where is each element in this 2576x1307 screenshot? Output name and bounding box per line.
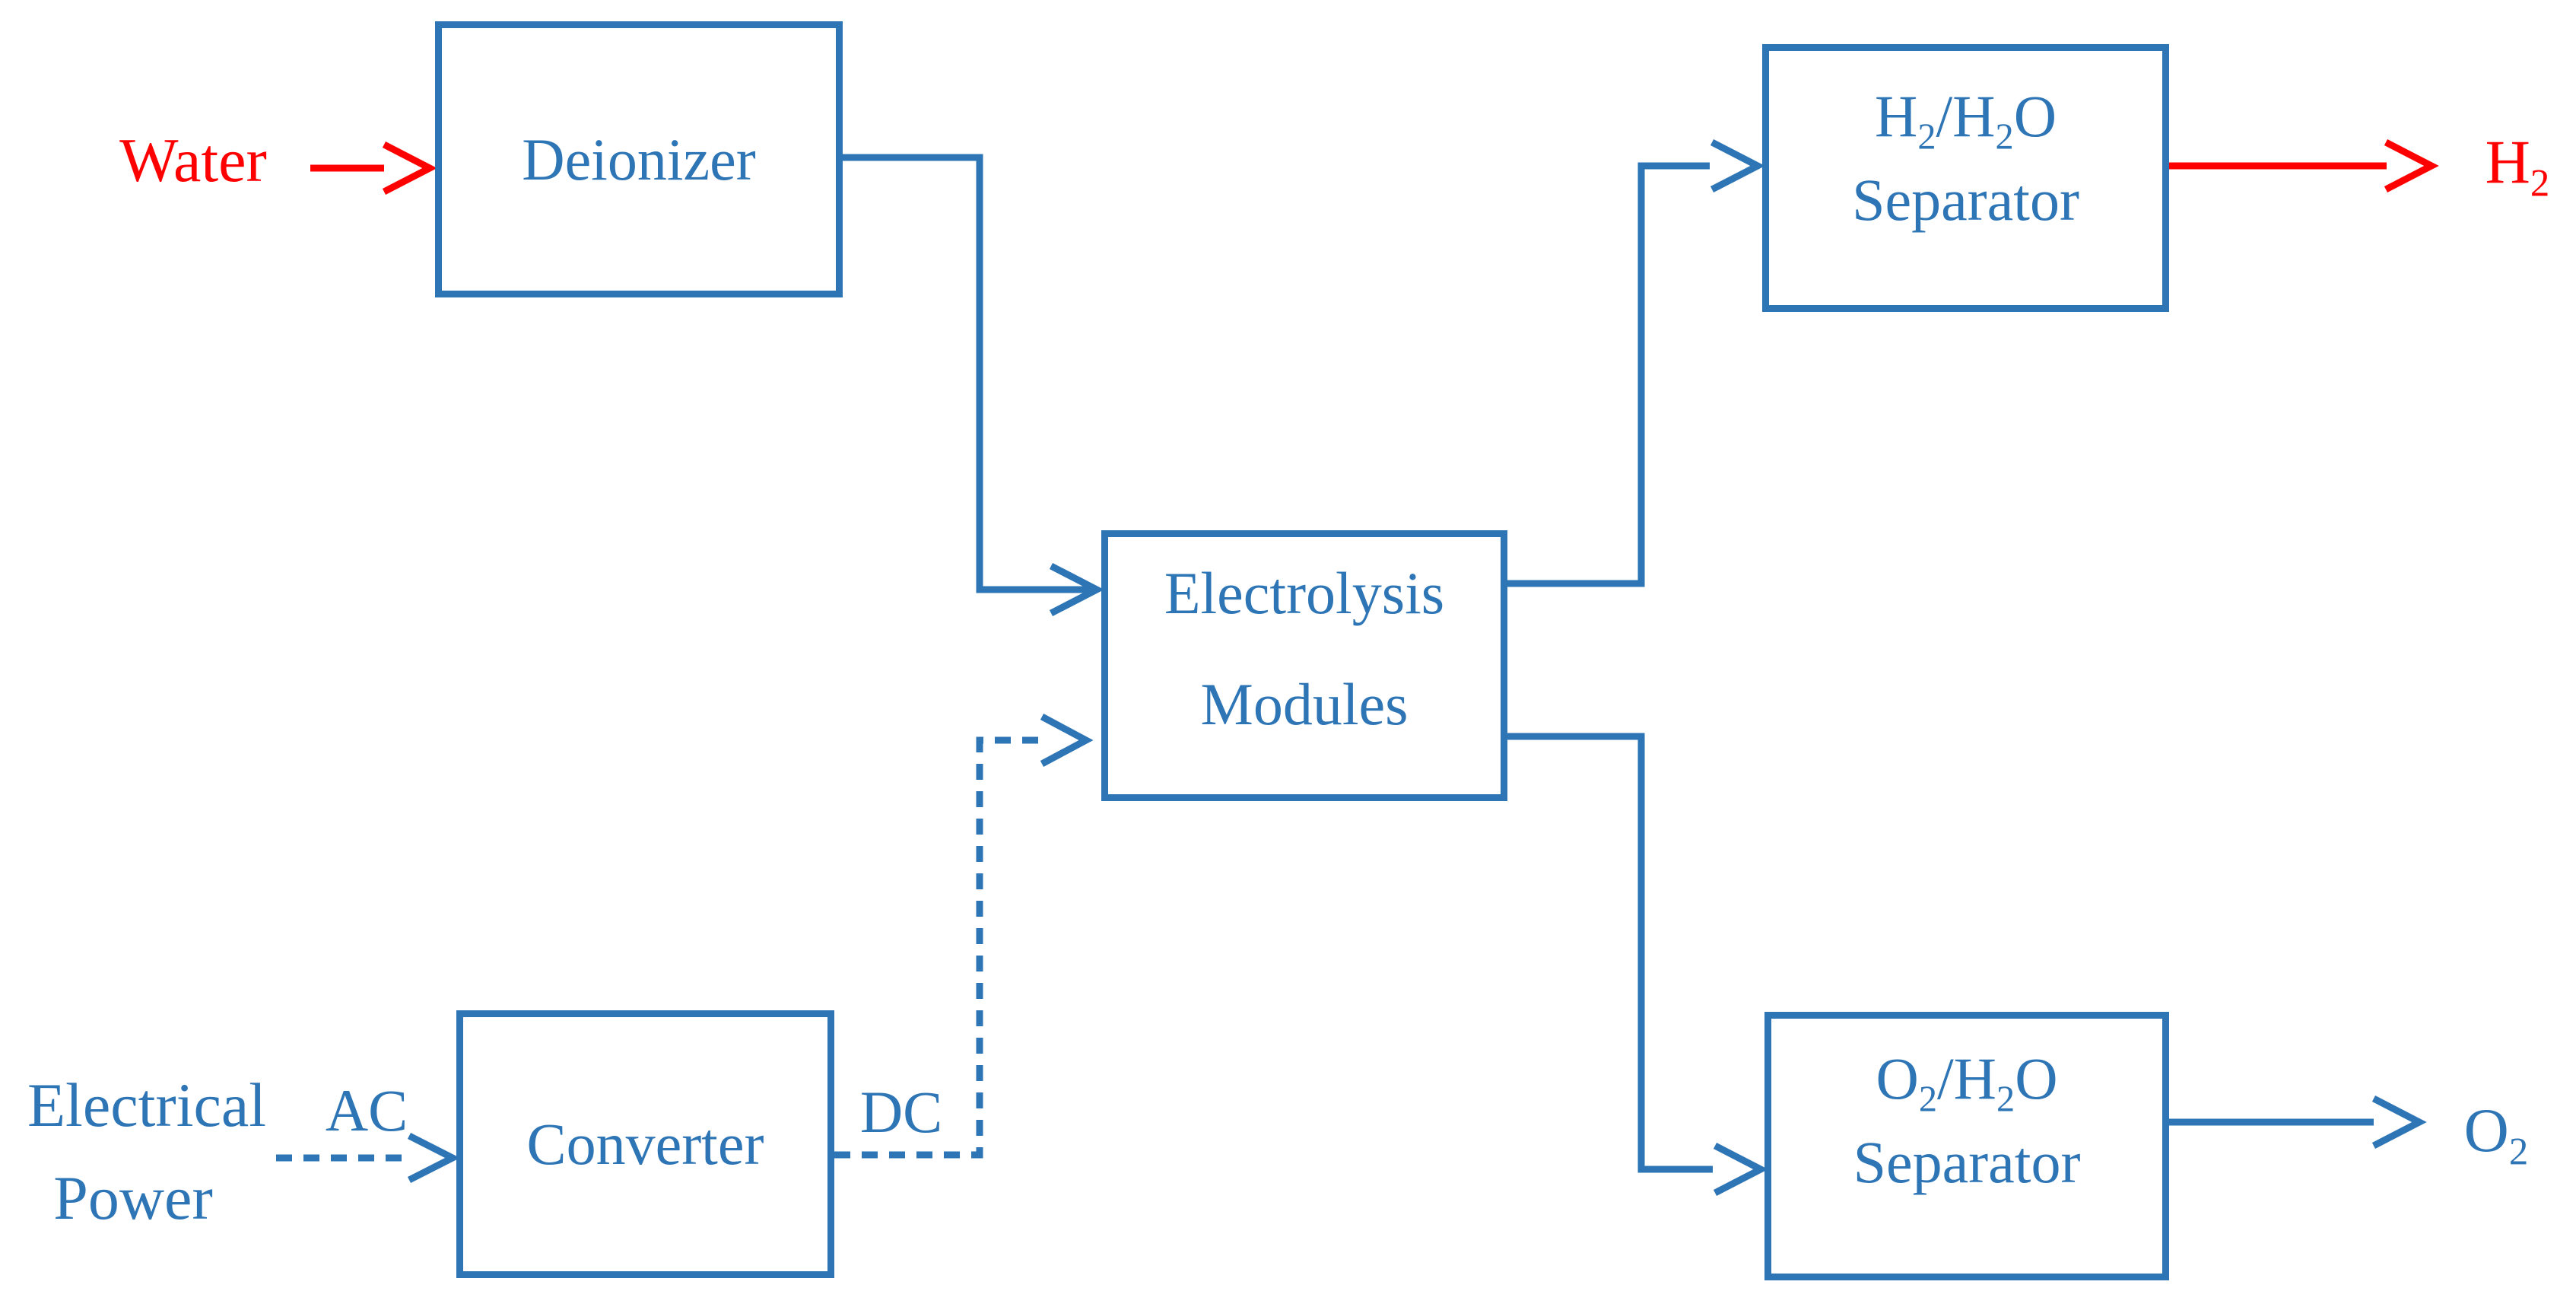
electrolysis-label-line2: Modules [1200, 671, 1409, 737]
dc-current-label: DC [859, 1079, 943, 1145]
o2-h2o-separator-box: O2/H2O Separator [1764, 1012, 2169, 1280]
electrical-power-label-line2: Power [53, 1163, 213, 1232]
deionizer-label: Deionizer [522, 126, 756, 192]
o2-h2o-separator-label-line1: O2/H2O [1876, 1045, 2058, 1120]
h2-h2o-separator-box: H2/H2O Separator [1762, 44, 2169, 312]
ac-current-label: AC [325, 1077, 408, 1143]
water-input-label: Water [119, 126, 267, 195]
h2-h2o-separator-label-line2: Separator [1852, 167, 2079, 233]
converter-box: Converter [456, 1010, 834, 1278]
ac-power-arrow [276, 1132, 460, 1184]
o2-outlet-arrow [2169, 1096, 2427, 1149]
electrolysis-label-line1: Electrolysis [1164, 560, 1445, 627]
h2-output-label: H2 [2485, 127, 2550, 205]
water-inlet-arrow [310, 142, 437, 195]
electrolysis-to-h2-separator-arrow [1507, 139, 1765, 587]
electrolysis-modules-box: Electrolysis Modules [1101, 530, 1507, 801]
h2-outlet-arrow [2169, 139, 2439, 192]
h2-h2o-separator-label-line1: H2/H2O [1874, 83, 2057, 157]
deionizer-box: Deionizer [435, 21, 843, 297]
electrolysis-to-o2-separator-arrow [1507, 733, 1768, 1196]
dc-power-arrow [834, 714, 1094, 1159]
o2-h2o-separator-label-line2: Separator [1853, 1128, 2081, 1195]
electrical-power-label-line1: Electrical [27, 1070, 267, 1140]
o2-output-label: O2 [2463, 1096, 2529, 1173]
deionizer-to-electrolysis-arrow [843, 154, 1104, 616]
converter-label: Converter [526, 1111, 764, 1178]
